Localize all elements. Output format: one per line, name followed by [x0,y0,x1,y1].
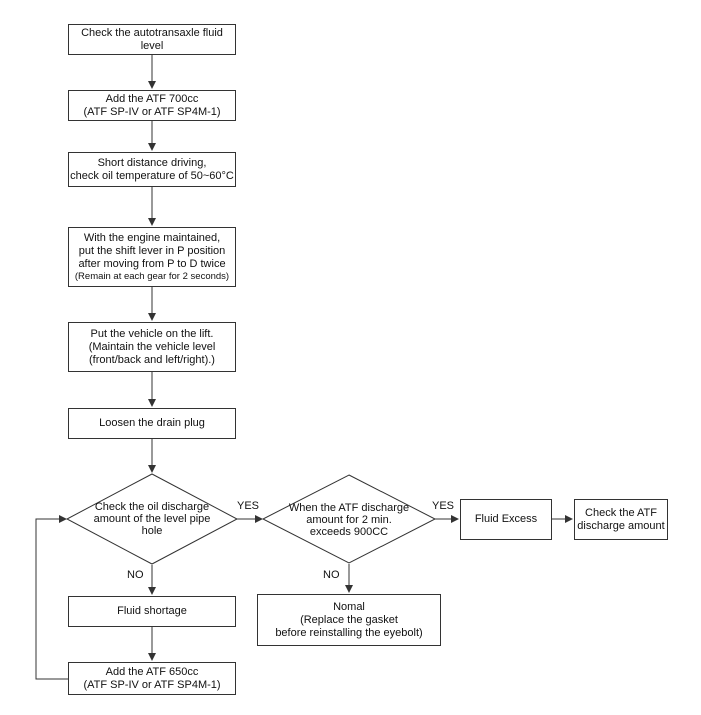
step-fluid-shortage-text: Fluid shortage [117,605,187,617]
step-short-drive-line2: check oil temperature of 50~60°C [70,169,234,182]
step-engine-maintained: With the engine maintained, put the shif… [68,227,236,287]
step-short-drive: Short distance driving, check oil temper… [68,152,236,187]
branch-label-no-1: NO [127,569,144,581]
step-check-fluid-level: Check the autotransaxle fluid level [68,24,236,55]
step-engine-maintained-line1: With the engine maintained, [83,231,221,244]
decision-atf-discharge-line1: When the ATF discharge [288,502,410,514]
step-fluid-shortage: Fluid shortage [68,596,236,627]
decision-oil-discharge-line2: amount of the level pipe hole [93,513,211,537]
step-vehicle-on-lift-line2: (Maintain the vehicle level [88,340,216,353]
decision-atf-discharge-shape [261,474,437,564]
decision-atf-discharge-line2: amount for 2 min. [306,514,392,526]
step-normal: Nomal (Replace the gasket before reinsta… [257,594,441,646]
step-normal-line3: before reinstalling the eyebolt) [275,626,423,639]
step-add-atf-700: Add the ATF 700cc (ATF SP-IV or ATF SP4M… [68,90,236,121]
branch-label-yes-1: YES [237,500,260,512]
step-vehicle-on-lift-line1: Put the vehicle on the lift. [90,327,214,340]
step-check-atf-discharge: Check the ATF discharge amount [574,499,668,540]
step-fluid-excess-text: Fluid Excess [474,513,538,525]
step-loosen-drain-plug-text: Loosen the drain plug [99,417,205,429]
step-check-atf-discharge-line1: Check the ATF [585,506,657,519]
decision-oil-discharge-line1: Check the oil discharge [94,501,210,513]
step-add-atf-650-line2: (ATF SP-IV or ATF SP4M-1) [83,678,221,691]
step-check-fluid-level-text: Check the autotransaxle fluid level [81,26,223,52]
decision-oil-discharge-shape [65,473,239,565]
step-engine-maintained-line3: after moving from P to D twice [78,257,226,270]
decision-oil-discharge: Check the oil discharge amount of the le… [82,500,222,538]
step-check-atf-discharge-line2: discharge amount [577,519,665,532]
decision-atf-discharge-line3: exceeds 900CC [309,526,389,538]
step-fluid-excess: Fluid Excess [460,499,552,540]
step-vehicle-on-lift-line3: (front/back and left/right).) [89,353,215,366]
branch-label-no-2: NO [323,569,340,581]
step-add-atf-650-line1: Add the ATF 650cc [105,665,199,678]
decision-atf-discharge: When the ATF discharge amount for 2 min.… [279,500,419,540]
step-engine-maintained-line4: (Remain at each gear for 2 seconds) [74,270,230,282]
step-vehicle-on-lift: Put the vehicle on the lift. (Maintain t… [68,322,236,372]
step-normal-line2: (Replace the gasket [300,613,398,626]
step-add-atf-700-line2: (ATF SP-IV or ATF SP4M-1) [83,105,221,118]
step-add-atf-700-line1: Add the ATF 700cc [105,92,199,105]
loop-back-line [35,515,68,680]
step-normal-line1: Nomal [333,600,365,613]
branch-label-yes-2: YES [432,500,455,512]
step-short-drive-line1: Short distance driving, [97,156,207,169]
step-loosen-drain-plug: Loosen the drain plug [68,408,236,439]
step-add-atf-650: Add the ATF 650cc (ATF SP-IV or ATF SP4M… [68,662,236,695]
step-engine-maintained-line2: put the shift lever in P position [78,244,226,257]
